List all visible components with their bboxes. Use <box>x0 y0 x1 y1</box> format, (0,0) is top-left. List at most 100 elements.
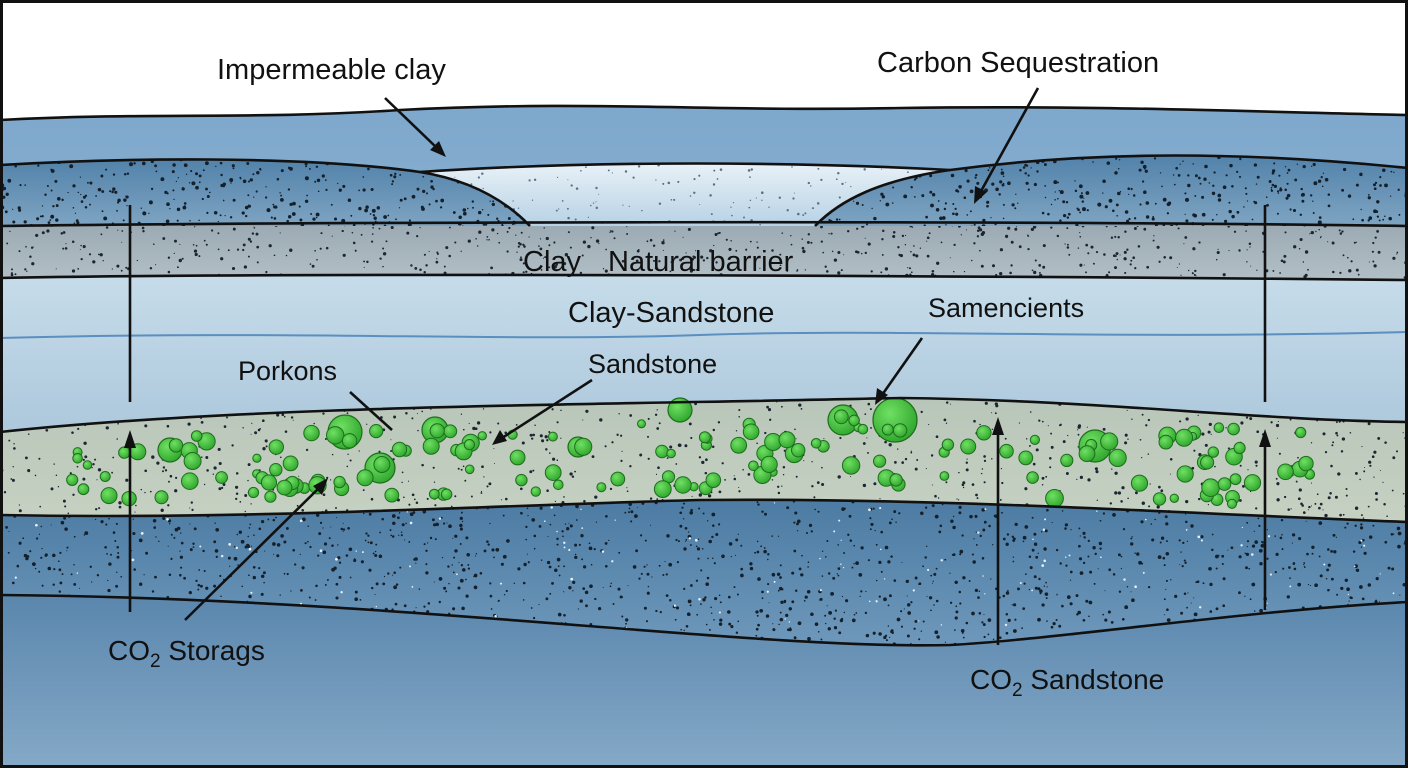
grain <box>416 413 418 415</box>
grain <box>605 248 607 251</box>
grain <box>117 198 121 203</box>
grain <box>965 229 968 231</box>
grain <box>1065 564 1068 567</box>
grain <box>730 206 732 208</box>
grain <box>969 514 973 519</box>
grain <box>930 574 933 577</box>
grain <box>656 498 659 501</box>
grain <box>907 611 912 615</box>
grain <box>242 243 246 247</box>
grain <box>697 557 700 560</box>
grain <box>761 191 764 194</box>
grain <box>304 542 307 545</box>
grain <box>26 554 30 559</box>
grain <box>773 502 776 504</box>
grain <box>1057 181 1059 184</box>
grain <box>1128 217 1131 221</box>
grain <box>609 230 612 232</box>
grain <box>11 478 15 482</box>
grain <box>1327 496 1331 500</box>
co2-bubble <box>276 479 293 496</box>
grain <box>237 564 239 566</box>
grain <box>1315 230 1317 233</box>
grain <box>1391 567 1395 571</box>
grain <box>1124 210 1129 214</box>
grain <box>52 553 56 558</box>
grain <box>566 207 569 210</box>
grain <box>47 566 52 571</box>
grain <box>1130 187 1133 191</box>
grain <box>956 498 958 500</box>
grain <box>984 593 986 595</box>
grain <box>1066 227 1069 230</box>
grain <box>858 573 863 577</box>
grain <box>621 259 625 263</box>
grain <box>217 248 220 251</box>
grain <box>462 225 464 226</box>
grain <box>981 224 986 226</box>
label-impermeable-clay: Impermeable clay <box>217 54 446 86</box>
grain <box>901 234 905 238</box>
grain <box>531 437 534 440</box>
grain <box>1330 577 1334 581</box>
grain <box>926 240 928 242</box>
grain <box>867 451 869 454</box>
grain <box>100 520 104 524</box>
grain <box>445 590 448 593</box>
grain <box>198 219 200 222</box>
grain <box>1042 265 1046 269</box>
grain <box>807 566 809 568</box>
grain <box>73 222 76 224</box>
grain <box>448 254 452 258</box>
grain <box>1255 507 1258 510</box>
grain <box>1286 182 1289 185</box>
grain <box>89 565 92 568</box>
grain <box>837 567 841 570</box>
grain <box>270 216 273 219</box>
grain <box>1337 472 1341 476</box>
grain <box>973 223 976 226</box>
grain <box>711 557 714 560</box>
grain <box>685 539 688 541</box>
grain <box>532 616 536 620</box>
grain <box>1283 495 1287 499</box>
grain <box>1111 468 1113 470</box>
grain <box>544 256 547 259</box>
grain <box>1074 180 1076 182</box>
grain <box>928 232 931 235</box>
grain <box>826 270 829 273</box>
grain <box>1225 174 1228 177</box>
grain <box>1192 247 1196 251</box>
grain <box>837 544 840 546</box>
grain <box>300 589 303 592</box>
grain <box>545 448 548 451</box>
grain <box>1093 582 1096 585</box>
grain <box>999 498 1002 501</box>
grain <box>1165 579 1168 582</box>
grain <box>232 198 236 202</box>
grain <box>1221 554 1225 558</box>
grain <box>872 507 875 510</box>
grain <box>125 266 128 269</box>
grain <box>647 435 649 438</box>
grain <box>248 574 250 577</box>
co2-bubble <box>247 486 260 499</box>
grain <box>205 243 208 246</box>
grain <box>1056 197 1059 200</box>
grain <box>864 413 867 415</box>
grain <box>546 560 551 565</box>
grain <box>961 534 964 537</box>
grain <box>624 511 627 514</box>
grain <box>448 582 450 585</box>
grain <box>1082 561 1086 565</box>
grain <box>548 431 551 433</box>
grain <box>1402 492 1405 495</box>
grain <box>1300 187 1303 191</box>
grain <box>365 205 369 209</box>
grain <box>1137 245 1141 248</box>
lower-porous-rock <box>0 499 1408 646</box>
grain <box>1374 491 1378 496</box>
grain <box>842 566 845 569</box>
grain <box>362 512 365 515</box>
grain <box>1156 245 1160 249</box>
